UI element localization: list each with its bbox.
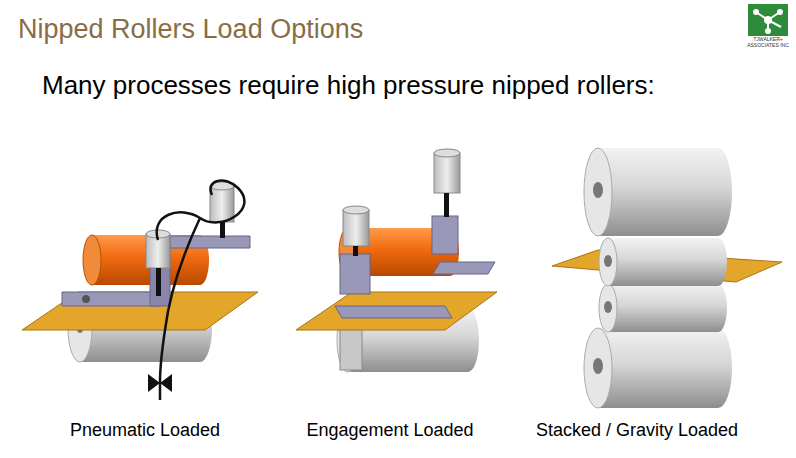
logo <box>748 4 788 36</box>
slide-title: Nipped Rollers Load Options <box>18 14 363 45</box>
caption: Stacked / Gravity Loaded <box>536 420 738 441</box>
stacked-nip <box>552 148 782 408</box>
caption: Engagement Loaded <box>306 420 473 441</box>
logo-text: TJWALKER+ ASSOCIATES INC <box>745 37 791 48</box>
caption: Pneumatic Loaded <box>70 420 220 441</box>
pneumatic-nip <box>22 181 258 400</box>
engagement-nip <box>296 149 497 372</box>
subtitle: Many processes require high pressure nip… <box>42 70 655 101</box>
